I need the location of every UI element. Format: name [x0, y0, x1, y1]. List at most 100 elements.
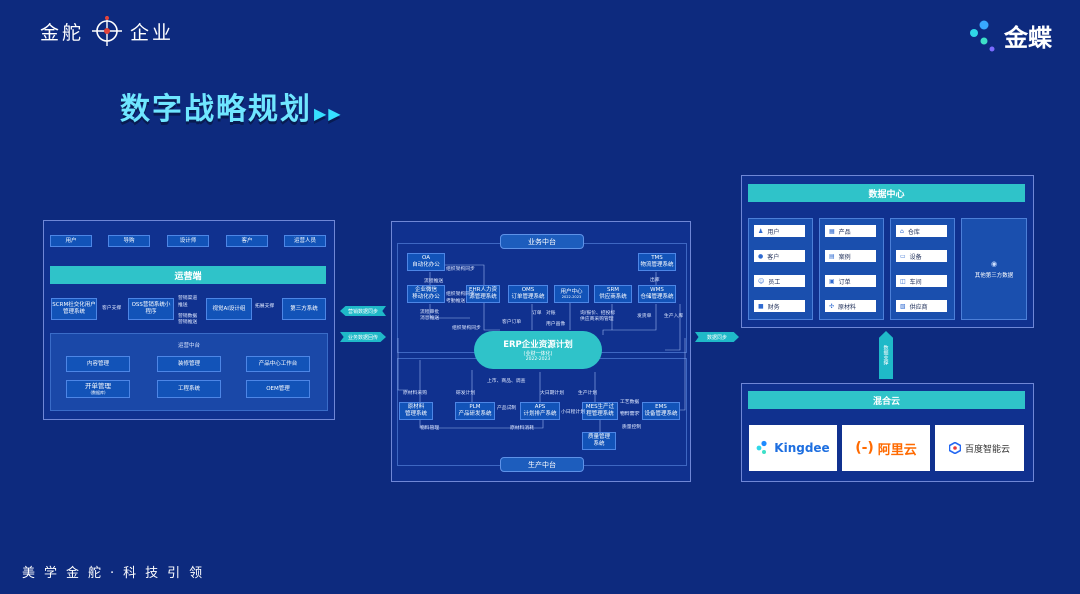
system-wecom: 企业微信移动化办公 — [407, 285, 445, 303]
sync-arrow-left: 营销数据同步 — [340, 306, 386, 316]
ops-item: 装修管理 — [157, 356, 221, 372]
data-center-title: 数据中心 — [748, 184, 1025, 202]
ops-center-title: 运营中台 — [178, 343, 201, 349]
flow-label: 发货单 — [637, 314, 652, 319]
ops-item: 内容管理 — [66, 356, 130, 372]
flow-label: 流程推送 — [424, 279, 444, 284]
brand-name-a: 金舵 — [40, 21, 85, 44]
erp-year: 2022-2023 — [525, 357, 551, 362]
data-item: ◫车间 — [896, 275, 947, 287]
data-item: ♟用户 — [754, 225, 805, 237]
aliyun-logo-icon: (-) — [855, 440, 874, 456]
flow-label: 原材料消耗 — [510, 426, 534, 431]
data-support-label: 数据支撑 — [882, 345, 889, 365]
business-center-label: 业务中台 — [500, 234, 584, 249]
scrm-system: SCRM社交化用户管理系统 — [51, 298, 97, 320]
ai-design-system: 视觉AI设计组 — [206, 298, 252, 320]
oss-system: OSS营销系统小程序 — [128, 298, 174, 320]
flow-label: 询/报价、招投标 — [580, 311, 616, 316]
data-support-arrow: 数据支撑 — [879, 331, 893, 379]
flow-label: 物料管理 — [420, 426, 440, 431]
data-item: ●客户 — [754, 250, 805, 262]
hybrid-cloud-title: 混合云 — [748, 391, 1025, 409]
flow-label: 工艺数据 — [620, 400, 640, 405]
data-sync-arrow: 数据同步 — [695, 332, 739, 342]
ops-item: OEM管理 — [246, 380, 310, 398]
ops-bar: 运营端 — [50, 266, 326, 284]
data-item: ✣原材料 — [825, 300, 876, 312]
role-chip: 用户 — [50, 235, 92, 247]
baidu-name: 百度智能云 — [964, 444, 1010, 455]
other-data: 其他第三方数据 — [974, 272, 1014, 279]
flow-label: 用户画像 — [546, 322, 566, 327]
finance-icon: ■ — [758, 302, 764, 310]
return-arrow-right: 业务数据回传 — [340, 332, 386, 342]
left-label: 客户支撑 — [102, 306, 122, 311]
order-icon: ▣ — [829, 277, 835, 285]
staff-icon: ☺ — [758, 277, 765, 285]
erp-title: ERP企业资源计划 — [503, 340, 573, 350]
flow-label: 流程审批 — [420, 310, 440, 315]
data-item: ☺员工 — [754, 275, 805, 287]
data-item: ▦产品 — [825, 225, 876, 237]
flow-label: 产品试制 — [497, 406, 517, 411]
flow-label: 订单 — [532, 311, 542, 316]
flow-label: 上市、商品、调查 — [487, 379, 526, 384]
system-quality: 质量管理系统 — [582, 432, 616, 450]
ops-item: 开单管理 (数据库) — [66, 380, 130, 398]
flow-label: 原材料采购 — [403, 391, 427, 396]
data-item: ▣订单 — [825, 275, 876, 287]
ops-center-box — [50, 333, 328, 411]
brand-logo-left: 金舵 企业 — [40, 14, 174, 48]
data-item: ■财务 — [754, 300, 805, 312]
left-label: 营销数据 — [178, 314, 198, 319]
flow-label: 小日程计划 — [561, 410, 585, 415]
data-column: ◉ 其他第三方数据 — [961, 218, 1027, 320]
ops-item: 工程系统 — [157, 380, 221, 398]
brand-name-b: 企业 — [130, 21, 175, 44]
equipment-icon: ▭ — [900, 252, 906, 260]
cloud-baidu: 百度智能云 — [935, 425, 1024, 471]
data-item: ▤案例 — [825, 250, 876, 262]
case-icon: ▤ — [829, 252, 835, 260]
flow-label: 组织架构同步 — [446, 267, 475, 272]
system-ehr: EHR人力资源管理系统 — [466, 285, 500, 303]
erp-sub: (业财一体化) — [523, 351, 553, 357]
brand-name-right: 金蝶 — [1004, 24, 1052, 52]
flow-label: 消息推送 — [420, 316, 440, 321]
cloud-kingdee: Kingdee — [749, 425, 837, 471]
flow-label: 质量控制 — [622, 425, 642, 430]
role-chip: 导购 — [108, 235, 150, 247]
page-title-text: 数字战略规划 — [120, 92, 312, 127]
cloud-aliyun: (-) 阿里云 — [842, 425, 930, 471]
data-item: ⌂仓库 — [896, 225, 947, 237]
workshop-icon: ◫ — [900, 277, 906, 285]
flow-label: 组织架构同步 — [452, 326, 481, 331]
flow-label: 对账 — [546, 311, 556, 316]
flow-label: 生产计划 — [578, 391, 598, 396]
database-icon: ◉ — [990, 259, 998, 268]
flow-label: 考勤推送 — [446, 299, 466, 304]
helm-icon — [92, 16, 123, 46]
raw-material-icon: ✣ — [829, 302, 835, 310]
role-row: 用户 导购 设计师 客户 运营人员 — [50, 235, 326, 247]
flow-label: 生产入库 — [664, 314, 684, 319]
left-label: 拓展支撑 — [255, 304, 275, 309]
data-item: ▭设备 — [896, 250, 947, 262]
flow-label: 客户订单 — [502, 320, 522, 325]
left-label: 营销渠道 推送 — [178, 296, 198, 308]
supplier-icon: ▧ — [900, 302, 906, 310]
flow-label: 物料需求 — [620, 412, 640, 417]
ops-item: 产品中心工作台 — [246, 356, 310, 372]
page-title: 数字战略规划▶▶ — [120, 84, 343, 128]
role-chip: 客户 — [226, 235, 268, 247]
slogan: 美学金舵·科技引领 — [22, 566, 212, 581]
